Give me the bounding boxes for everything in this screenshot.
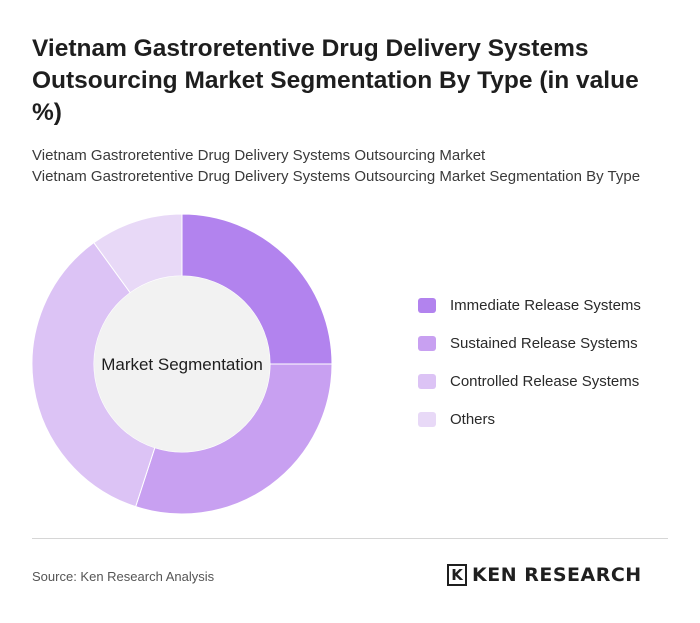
chart-subtitle: Vietnam Gastroretentive Drug Delivery Sy… — [32, 145, 682, 187]
logo-mark-icon: K — [447, 564, 467, 586]
chart-title: Vietnam Gastroretentive Drug Delivery Sy… — [32, 35, 639, 126]
legend-swatch — [418, 411, 436, 427]
legend-label: Sustained Release Systems — [450, 334, 638, 352]
legend-label: Immediate Release Systems — [450, 296, 641, 314]
donut-center — [94, 276, 270, 452]
legend-item: Sustained Release Systems — [418, 333, 641, 353]
legend-item: Controlled Release Systems — [418, 371, 641, 391]
legend-item: Others — [418, 409, 641, 429]
source-note: Source: Ken Research Analysis — [32, 569, 215, 584]
legend-swatch — [418, 297, 436, 313]
legend-label: Others — [450, 410, 496, 428]
center-label: Market Segmentation — [101, 355, 263, 374]
subtitle-line-2: Vietnam Gastroretentive Drug Delivery Sy… — [32, 168, 641, 185]
logo-text: KEN RESEARCH — [472, 564, 642, 586]
ken-research-logo: K KEN RESEARCH — [447, 563, 642, 587]
legend-swatch — [418, 335, 436, 351]
legend-swatch — [418, 373, 436, 389]
legend-label: Controlled Release Systems — [450, 372, 640, 390]
subtitle-line-1: Vietnam Gastroretentive Drug Delivery Sy… — [32, 147, 486, 164]
legend-item: Immediate Release Systems — [418, 295, 641, 315]
footer-divider — [32, 538, 668, 539]
donut-chart: Market Segmentation — [31, 213, 333, 515]
